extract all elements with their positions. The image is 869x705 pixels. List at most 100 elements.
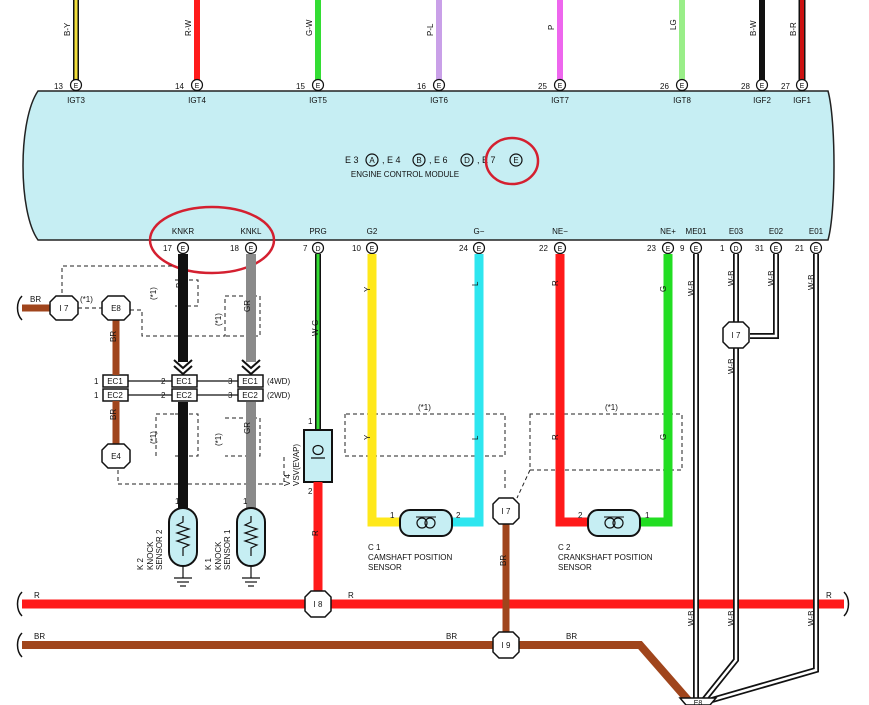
bottom-pin-me01: ME01 9 E: [680, 227, 707, 255]
connector-block-ec: EC1 EC2 1 1 EC1 EC2 2 2 EC1 EC2 3 3 (4WD…: [94, 374, 290, 402]
ecm-title: ENGINE CONTROL MODULE: [351, 170, 459, 179]
top-pin-igt6: 16 E IGT6: [417, 78, 448, 105]
bottom-pin-g2: G2 10 E: [352, 227, 379, 255]
junction-i7-sensor: I 7: [492, 497, 520, 525]
svg-text:22: 22: [539, 244, 548, 253]
svg-text:26: 26: [660, 82, 669, 91]
svg-text:(4WD): (4WD): [267, 377, 290, 386]
svg-text:IGT3: IGT3: [67, 96, 85, 105]
wire-code-igt8: LG: [669, 19, 678, 30]
svg-text:ME01: ME01: [686, 227, 707, 236]
svg-text:23: 23: [647, 244, 656, 253]
svg-text:14: 14: [175, 82, 184, 91]
wire-code-igt4: R-W: [184, 20, 193, 36]
bottom-pin-prg: PRG 7 D: [303, 227, 327, 255]
top-pin-igf2: 28 E IGF2: [741, 78, 771, 105]
svg-text:E: E: [680, 83, 685, 90]
c2-name1: CRANKSHAFT POSITION: [558, 553, 653, 562]
svg-text:9: 9: [680, 244, 685, 253]
highlight-knock-pins-circle: [148, 205, 276, 275]
svg-text:1: 1: [243, 497, 248, 506]
svg-text:EC1: EC1: [176, 377, 192, 386]
ground-wires-wb: [693, 254, 819, 703]
code-wb-e02: W-B: [767, 271, 776, 286]
k1-name2: SENSOR 1: [223, 529, 232, 570]
svg-text:IGT4: IGT4: [188, 96, 206, 105]
wire-code-igt7: P: [547, 25, 556, 30]
svg-text:E: E: [437, 83, 442, 90]
junction-e4: E4: [101, 443, 131, 469]
svg-text:PRG: PRG: [309, 227, 326, 236]
shield-dashed-lines: [61, 265, 683, 499]
svg-text:E: E: [316, 83, 321, 90]
wire-g-minus-cyan: [452, 254, 484, 527]
top-pin-igt8: 26 E IGT8: [660, 78, 691, 105]
svg-text:E: E: [74, 83, 79, 90]
svg-text:1: 1: [94, 391, 99, 400]
bottom-pin-knkr: KNKR 17 E: [163, 227, 194, 255]
knock-sensor-1: 1: [236, 497, 266, 587]
code-wb-lower-2: W-B: [727, 611, 736, 626]
svg-text:25: 25: [538, 82, 547, 91]
wire-code-igt6: P-L: [426, 23, 435, 36]
note-1c: (*1): [214, 313, 223, 326]
note-1a: (*1): [149, 287, 158, 300]
code-l-upper: L: [471, 281, 480, 286]
svg-text:16: 16: [417, 82, 426, 91]
svg-text:1: 1: [308, 417, 313, 426]
svg-text:15: 15: [296, 82, 305, 91]
svg-text:E8: E8: [694, 700, 703, 705]
svg-text:3: 3: [228, 391, 233, 400]
svg-text:(2WD): (2WD): [267, 391, 290, 400]
bus-red-left-end: [16, 591, 23, 617]
code-wb-i7: W-B: [727, 359, 736, 374]
code-br-left: BR: [30, 295, 41, 304]
top-pin-igt3: 13 E IGT3: [54, 78, 85, 105]
code-l-lower: L: [471, 435, 480, 440]
bottom-pin-g-minus: G− 24 E: [459, 227, 486, 255]
svg-text:E: E: [558, 246, 563, 253]
vsv-evap: 1 2: [303, 417, 333, 496]
svg-text:E: E: [513, 156, 518, 165]
code-r-bus-right: R: [826, 591, 832, 600]
code-y-lower: Y: [363, 434, 372, 440]
code-r-lower: R: [551, 434, 560, 440]
k1-code: K 1: [204, 557, 213, 570]
svg-text:I 7: I 7: [732, 331, 741, 340]
k1-name1: KNOCK: [214, 541, 223, 570]
svg-text:E: E: [666, 246, 671, 253]
code-b-upper: B: [175, 283, 184, 288]
svg-text:, E 4: , E 4: [382, 155, 401, 165]
svg-text:G2: G2: [367, 227, 378, 236]
bus-brown: [22, 641, 692, 703]
code-r-bus-left: R: [34, 591, 40, 600]
code-gr-upper: GR: [243, 300, 252, 312]
svg-text:G−: G−: [474, 227, 485, 236]
svg-text:E: E: [694, 246, 699, 253]
bottom-pin-ne-minus: NE− 22 E: [539, 227, 568, 255]
svg-text:2: 2: [578, 511, 583, 520]
note-1b: (*1): [80, 295, 93, 304]
code-b-lower: B: [177, 427, 186, 432]
code-g-upper: G: [659, 286, 668, 292]
svg-text:E: E: [195, 83, 200, 90]
svg-text:D: D: [315, 246, 320, 253]
svg-text:17: 17: [163, 244, 172, 253]
top-pin-igt7: 25 E IGT7: [538, 78, 569, 105]
v4-code: V 4: [283, 473, 292, 486]
code-br-e4: BR: [109, 409, 118, 420]
code-gr-lower: GR: [243, 422, 252, 434]
svg-text:E: E: [249, 246, 254, 253]
wire-g2-yellow: [367, 254, 400, 527]
k2-name2: SENSOR 2: [155, 529, 164, 570]
code-wb-lower-1: W-B: [687, 611, 696, 626]
code-y-upper: Y: [363, 286, 372, 292]
top-pin-igt5: 15 E IGT5: [296, 78, 327, 105]
svg-text:E4: E4: [111, 452, 121, 461]
svg-text:E: E: [814, 246, 819, 253]
svg-text:EC1: EC1: [242, 377, 258, 386]
bus-red-right-end: [843, 591, 850, 617]
code-r-bus-mid: R: [348, 591, 354, 600]
wire-code-igt5: G-W: [305, 19, 314, 36]
junction-i9: I 9: [492, 631, 520, 659]
